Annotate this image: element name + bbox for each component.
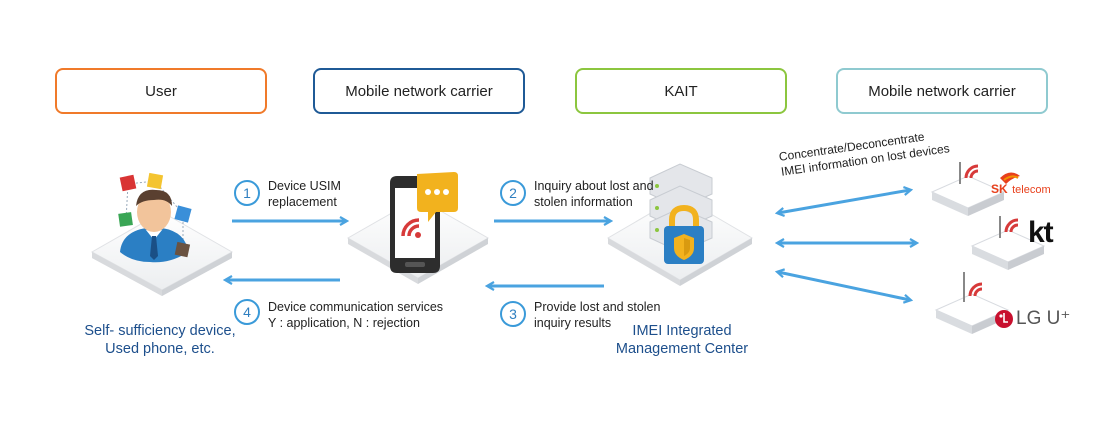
- imei-center-caption: IMEI Integrated Management Center: [584, 322, 780, 358]
- step-2-badge: 2: [500, 180, 526, 206]
- server-lock-icon: [649, 163, 713, 264]
- step-3-badge: 3: [500, 301, 526, 327]
- kt-logo: kt: [1028, 216, 1054, 249]
- step-2-line-1: Inquiry about lost and: [534, 179, 654, 193]
- arrow-lg-uplus: [778, 272, 910, 300]
- step-2-line-2: stolen information: [534, 195, 633, 209]
- header-kait: KAIT: [575, 68, 787, 114]
- step-1-line-2: replacement: [268, 195, 337, 209]
- user-avatar-icon: [118, 172, 192, 263]
- user-caption-line-1: Self- sufficiency device,: [84, 323, 236, 339]
- header-user: User: [55, 68, 267, 114]
- sk-telecom-logo: SK telecom: [991, 180, 1051, 198]
- sk-logo-mark: SK: [991, 182, 1008, 196]
- step-3-label: Provide lost and stolen inquiry results: [534, 299, 660, 331]
- router-sk-icon: [930, 162, 1006, 216]
- center-caption-line-1: IMEI Integrated: [632, 323, 732, 339]
- step-1-label: Device USIM replacement: [268, 178, 341, 210]
- step-4-badge: 4: [234, 299, 260, 325]
- user-device-caption: Self- sufficiency device, Used phone, et…: [60, 322, 260, 358]
- router-kt-icon: [970, 216, 1046, 270]
- step-1-line-1: Device USIM: [268, 179, 341, 193]
- user-caption-line-2: Used phone, etc.: [105, 341, 215, 357]
- lg-uplus-logo: LG U⁺: [1016, 308, 1071, 329]
- step-4-label: Device communication services Y : applic…: [268, 299, 443, 331]
- lg-logo-icon: [995, 310, 1013, 328]
- step-3-line-2: inquiry results: [534, 316, 612, 330]
- step-4-line-2: Y : application, N : rejection: [268, 316, 420, 330]
- mobile-phone-icon: [390, 172, 458, 273]
- step-3-line-1: Provide lost and stolen: [534, 300, 661, 314]
- step-1-badge: 1: [234, 180, 260, 206]
- sk-logo-text: telecom: [1012, 184, 1051, 196]
- sk-logo-icon: [1000, 172, 1020, 184]
- step-4-line-1: Device communication services: [268, 300, 444, 314]
- step-2-label: Inquiry about lost and stolen informatio…: [534, 178, 654, 210]
- header-mobile-carrier: Mobile network carrier: [313, 68, 525, 114]
- arrow-sk-telecom: [778, 190, 910, 213]
- header-mobile-carrier-right: Mobile network carrier: [836, 68, 1048, 114]
- center-caption-line-2: Management Center: [615, 341, 749, 357]
